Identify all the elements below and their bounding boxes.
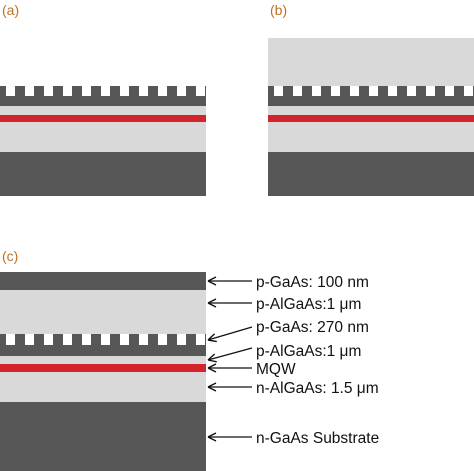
grating-gap xyxy=(350,86,359,96)
grating-gap xyxy=(196,334,205,345)
grating-gap xyxy=(44,334,53,345)
label-n-algaas: n-AlGaAs: 1.5 μm xyxy=(256,380,379,397)
layer-annotations: p-GaAs: 100 nm p-AlGaAs:1 μm p-GaAs: 270… xyxy=(207,274,379,447)
grating-gap xyxy=(388,86,397,96)
arrow-p-algaas-lower xyxy=(207,347,253,363)
grating-gap xyxy=(82,334,91,345)
panel-label-b: (b) xyxy=(270,2,287,18)
panel-c-mqw-layer xyxy=(0,364,206,372)
arrow-p-gaas-270nm xyxy=(207,326,253,343)
grating-gap xyxy=(426,86,435,96)
panel-c-structure xyxy=(0,272,206,471)
panel-c-n-algaas-layer xyxy=(0,372,206,402)
grating-gap xyxy=(407,86,416,96)
grating-gap xyxy=(158,86,167,96)
grating-gap xyxy=(312,86,321,96)
label-p-algaas-lower: p-AlGaAs:1 μm xyxy=(256,343,361,360)
grating-gap xyxy=(293,86,302,96)
grating-gap xyxy=(464,86,473,96)
grating-gap xyxy=(82,86,91,96)
label-p-gaas-270nm: p-GaAs: 270 nm xyxy=(256,319,369,336)
panel-label-a: (a) xyxy=(2,2,19,18)
panel-a-n-algaas-layer xyxy=(0,122,206,152)
panel-b-n-algaas-layer xyxy=(268,122,474,152)
grating-gap xyxy=(177,86,186,96)
grating-gap xyxy=(6,86,15,96)
panel-b-grating-base xyxy=(268,96,474,106)
panel-a-grating-gaps xyxy=(6,86,205,96)
grating-gap xyxy=(331,86,340,96)
grating-gap xyxy=(25,334,34,345)
label-n-gaas-substrate: n-GaAs Substrate xyxy=(256,430,379,447)
grating-gap xyxy=(177,334,186,345)
panel-b-p-algaas-layer xyxy=(268,106,474,115)
label-p-algaas-upper: p-AlGaAs:1 μm xyxy=(256,296,361,313)
panel-b-regrown-algaas-layer xyxy=(268,38,474,86)
panel-b-structure xyxy=(268,38,474,196)
grating-gap xyxy=(63,334,72,345)
grating-gap xyxy=(196,86,205,96)
grating-gap xyxy=(120,86,129,96)
grating-gap xyxy=(25,86,34,96)
panel-a-substrate xyxy=(0,152,206,196)
grating-gap xyxy=(274,86,283,96)
panel-c-p-algaas-layer xyxy=(0,356,206,364)
label-mqw: MQW xyxy=(256,361,296,378)
panel-b-substrate xyxy=(268,152,474,196)
panel-c-grating-gaps xyxy=(6,334,205,345)
panel-b-mqw-layer xyxy=(268,115,474,122)
grating-gap xyxy=(120,334,129,345)
panel-c-substrate xyxy=(0,402,206,471)
grating-gap xyxy=(6,334,15,345)
panel-c-top-gaas-layer xyxy=(0,272,206,290)
grating-gap xyxy=(44,86,53,96)
panel-a-structure xyxy=(0,86,206,196)
grating-gap xyxy=(139,334,148,345)
panel-a-mqw-layer xyxy=(0,115,206,122)
grating-gap xyxy=(158,334,167,345)
grating-gap xyxy=(369,86,378,96)
panel-label-c: (c) xyxy=(2,248,18,264)
panel-b-grating-gaps xyxy=(274,86,473,96)
label-p-gaas-100nm: p-GaAs: 100 nm xyxy=(256,274,369,291)
grating-gap xyxy=(445,86,454,96)
grating-gap xyxy=(63,86,72,96)
grating-gap xyxy=(139,86,148,96)
panel-c-upper-algaas-layer xyxy=(0,290,206,334)
panel-a-p-algaas-layer xyxy=(0,106,206,115)
grating-gap xyxy=(101,334,110,345)
panel-a-grating-base xyxy=(0,96,206,106)
panel-c-grating-base xyxy=(0,345,206,356)
grating-gap xyxy=(101,86,110,96)
